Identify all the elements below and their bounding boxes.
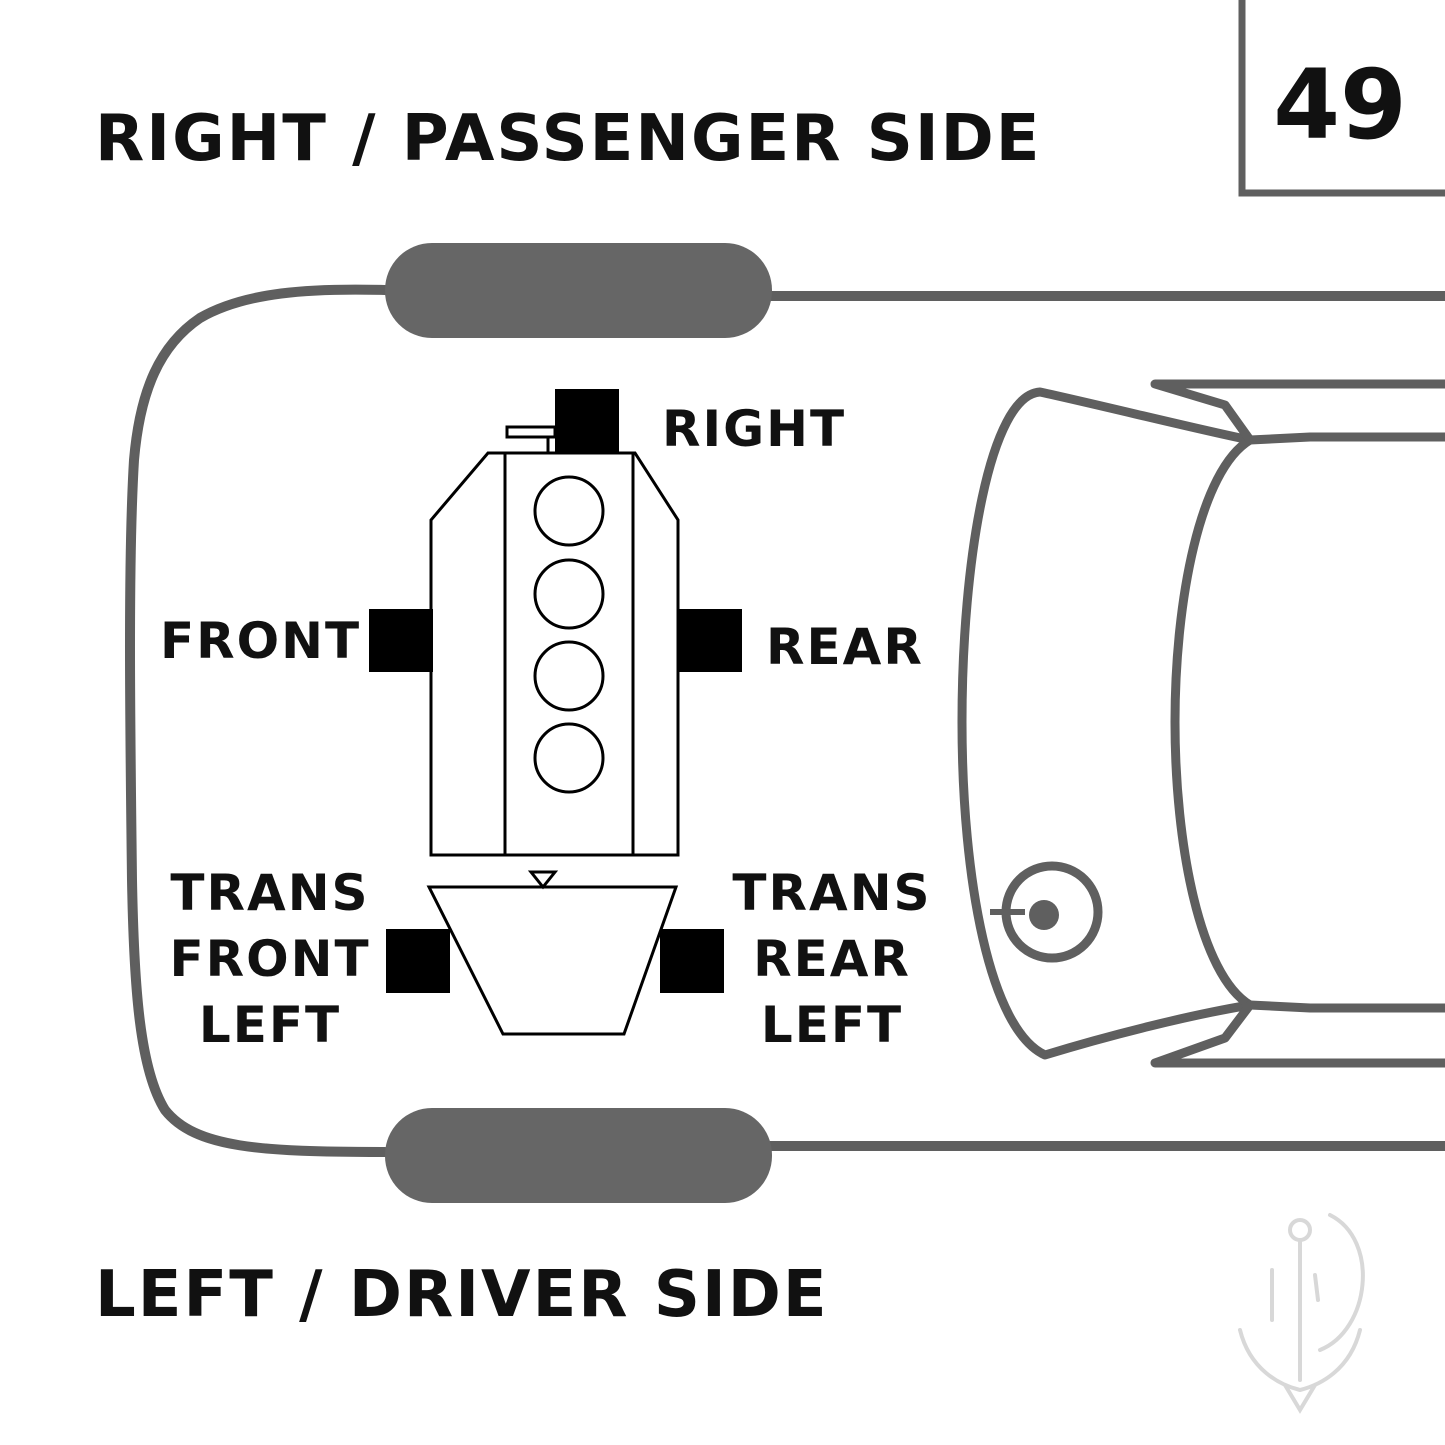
front-right-tire [385,243,772,338]
rear-mount [678,609,742,672]
diagram-number-box: 49 [1238,0,1445,197]
cylinder [533,640,605,712]
front-left-tire [385,1108,772,1203]
svg-text:LEFT: LEFT [199,996,341,1054]
svg-text:TRANS: TRANS [732,864,931,922]
car-body-outline [125,284,1445,1157]
right-mount [555,389,619,453]
trans-front-left-label: TRANS FRONT LEFT [169,864,370,1054]
trans-rear-left-mount [660,929,724,993]
transmission [426,870,679,1036]
trans-front-left-mount [386,929,450,993]
svg-text:FRONT: FRONT [169,930,370,988]
svg-text:REAR: REAR [753,930,911,988]
svg-text:TRANS: TRANS [170,864,369,922]
right-mount-label: RIGHT [662,400,846,458]
svg-text:LEFT: LEFT [761,996,903,1054]
cylinder [533,722,605,794]
steering-wheel [990,861,1103,963]
cabin-outline [957,379,1445,1068]
anchor-logo-watermark [1238,1213,1365,1414]
engine-block [429,425,680,857]
front-mount [369,609,433,672]
front-mount-label: FRONT [160,612,361,670]
rear-mount-label: REAR [766,618,924,676]
cylinder [533,558,605,630]
driver-side-label: LEFT / DRIVER SIDE [95,1258,829,1332]
trans-rear-left-label: TRANS REAR LEFT [732,864,931,1054]
passenger-side-label: RIGHT / PASSENGER SIDE [95,102,1042,176]
diagram-number: 49 [1273,49,1407,161]
cylinder [533,475,605,547]
